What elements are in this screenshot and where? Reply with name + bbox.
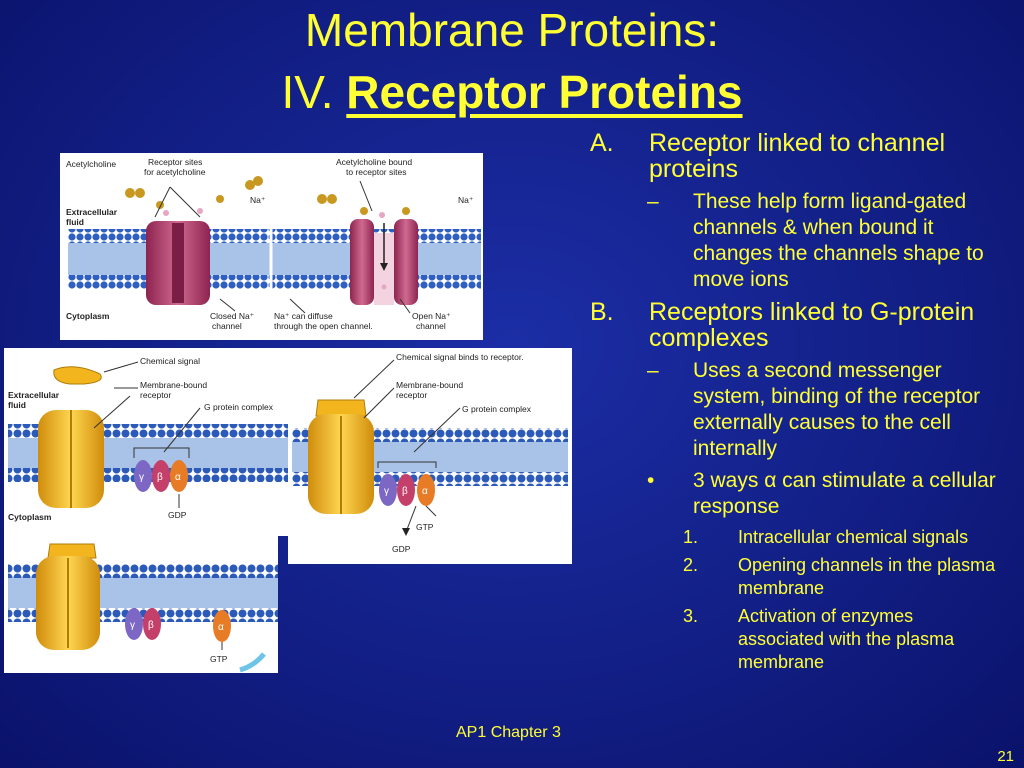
acetylcholine-molecules (125, 176, 410, 290)
subunit-beta-2: β (402, 486, 408, 497)
label-closed-channel-1: Closed Na⁺ (210, 311, 255, 321)
marker-2: 2. (683, 555, 699, 575)
subunit-gamma: γ (139, 472, 144, 483)
label-ach-bound: Acetylcholine bound (336, 157, 412, 167)
label-extracellular: Extracellular (66, 207, 118, 217)
alpha-symbol: α (764, 469, 777, 492)
text-a-sub: These help form ligand-gated channels & … (693, 190, 984, 291)
outline-way-2: 2. Opening channels in the plasma membra… (590, 554, 1010, 600)
outline-item-b: B. Receptors linked to G-protein complex… (590, 299, 1010, 351)
subunit-beta: β (157, 472, 163, 483)
text-b: Receptors linked to G-protein complexes (649, 298, 975, 352)
label-gdp-2: GDP (392, 544, 411, 554)
membrane-bilayer (68, 229, 481, 289)
marker-b: B. (590, 298, 614, 326)
text-way-1: Intracellular chemical signals (738, 527, 969, 547)
label-na-right: Na⁺ (458, 195, 474, 205)
label-cytoplasm: Cytoplasm (66, 311, 110, 321)
outline-item-a-sub: – These help form ligand-gated channels … (590, 189, 1010, 293)
slide-title-line2: IV. Receptor Proteins (0, 66, 1024, 118)
label-for-acetylcholine: for acetylcholine (144, 167, 206, 177)
outline-item-b-bullet: • 3 ways α can stimulate a cellular resp… (590, 468, 1010, 520)
subunit-alpha-2: α (422, 486, 428, 497)
slide-title-line1: Membrane Proteins: (304, 4, 720, 56)
subunit-gamma-2: γ (384, 486, 389, 497)
marker-dash-b: – (647, 359, 659, 382)
text-b-bullet-post: can stimulate a cellular response (693, 469, 996, 518)
label-na-diffuse-2: through the open channel. (274, 321, 373, 331)
label-receptor: receptor (140, 390, 171, 400)
marker-3: 3. (683, 606, 699, 626)
marker-dash-a: – (647, 190, 659, 213)
label-na-diffuse-1: Na⁺ can diffuse (274, 311, 333, 321)
label-gtp: GTP (416, 522, 434, 532)
title-prefix: IV. (281, 66, 334, 118)
text-b-sub: Uses a second messenger system, binding … (693, 359, 981, 460)
label-g-protein-complex: G protein complex (204, 402, 274, 412)
label-gdp: GDP (168, 510, 187, 520)
panel-g-protein-inactive: γ β α Chemical signal Membrane-bound rec… (8, 356, 288, 522)
label-na-left: Na⁺ (250, 195, 266, 205)
label-cytoplasm-2: Cytoplasm (8, 512, 52, 522)
subunit-gamma-3: γ (130, 620, 135, 631)
label-signal-binds: Chemical signal binds to receptor. (396, 352, 524, 362)
label-acetylcholine: Acetylcholine (66, 159, 116, 169)
label-closed-channel-2: channel (212, 321, 242, 331)
title-emphasis: Receptor Proteins (346, 66, 743, 118)
outline-item-a: A. Receptor linked to channel proteins (590, 130, 1010, 182)
label-open-channel-2: channel (416, 321, 446, 331)
page-number: 21 (997, 748, 1014, 765)
marker-1: 1. (683, 527, 699, 547)
label-fluid: fluid (66, 217, 84, 227)
figure-acetylcholine-channel: Acetylcholine Receptor sites for acetylc… (60, 153, 483, 340)
figure-g-protein-receptor: γ β α Chemical signal Membrane-bound rec… (4, 348, 572, 673)
text-a: Receptor linked to channel proteins (649, 129, 946, 183)
footer-chapter: AP1 Chapter 3 (456, 724, 561, 741)
subunit-alpha: α (175, 472, 181, 483)
outline-way-3: 3. Activation of enzymes associated with… (590, 605, 1010, 674)
panel-alpha-released: γ β α GTP (8, 543, 278, 673)
outline-way-1: 1. Intracellular chemical signals (590, 526, 1010, 549)
label-receptor-sites: Receptor sites (148, 157, 202, 167)
label-g-protein-complex-2: G protein complex (462, 404, 532, 414)
text-way-3: Activation of enzymes associated with th… (738, 606, 955, 672)
label-gtp-2: GTP (210, 654, 228, 664)
closed-channel (146, 221, 210, 305)
label-membrane-bound: Membrane-bound (140, 380, 207, 390)
text-b-bullet-pre: 3 ways (693, 469, 765, 492)
subunit-beta-3: β (148, 620, 154, 631)
outline-item-b-sub: – Uses a second messenger system, bindin… (590, 358, 1010, 462)
label-chemical-signal: Chemical signal (140, 356, 200, 366)
label-fluid-2: fluid (8, 400, 26, 410)
panel-g-protein-activated: γ β α Chemical signal binds to receptor.… (292, 352, 568, 554)
marker-a: A. (590, 129, 614, 157)
open-channel (350, 219, 418, 305)
text-way-2: Opening channels in the plasma membrane (738, 555, 996, 598)
label-membrane-bound-2: Membrane-bound (396, 380, 463, 390)
label-to-receptor-sites: to receptor sites (346, 167, 406, 177)
slide-outline: A. Receptor linked to channel proteins –… (590, 130, 1010, 679)
label-open-channel-1: Open Na⁺ (412, 311, 451, 321)
label-receptor-2: receptor (396, 390, 427, 400)
label-extracellular-fluid: Extracellular (8, 390, 60, 400)
marker-bullet: • (647, 469, 655, 492)
subunit-alpha-3: α (218, 622, 224, 633)
